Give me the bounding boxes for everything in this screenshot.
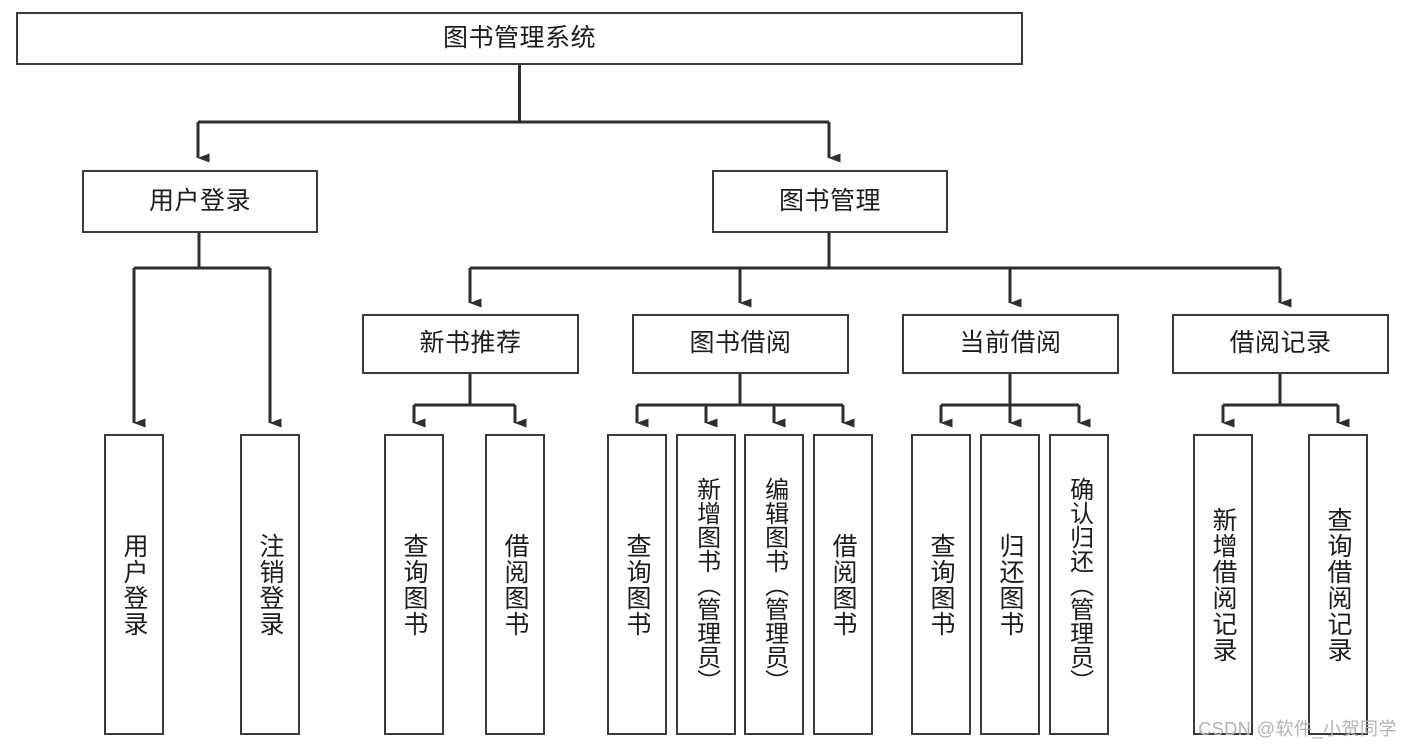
node-book-borrow[interactable]: 图书借阅	[632, 314, 849, 374]
leaf-book-borrow-query-book[interactable]: 查询图书	[607, 434, 667, 735]
csdn-watermark: CSDN @软件_小贺同学	[1198, 719, 1397, 739]
node-root-book-management-system[interactable]: 图书管理系统	[16, 12, 1023, 65]
leaf-user-login-logout[interactable]: 注销登录	[240, 434, 300, 735]
node-user-login[interactable]: 用户登录	[82, 170, 318, 233]
node-borrow-record[interactable]: 借阅记录	[1172, 314, 1389, 374]
leaf-new-book-query-book[interactable]: 查询图书	[384, 434, 444, 735]
leaf-borrow-record-query-record[interactable]: 查询借阅记录	[1308, 434, 1368, 735]
node-current-borrow[interactable]: 当前借阅	[902, 314, 1119, 374]
leaf-current-borrow-confirm-return-admin[interactable]: 确认归还（管理员）	[1049, 434, 1109, 735]
leaf-new-book-borrow-book[interactable]: 借阅图书	[485, 434, 545, 735]
node-book-management[interactable]: 图书管理	[712, 170, 948, 233]
leaf-borrow-record-add-record[interactable]: 新增借阅记录	[1193, 434, 1253, 735]
leaf-book-borrow-borrow-book[interactable]: 借阅图书	[813, 434, 873, 735]
leaf-current-borrow-return-book[interactable]: 归还图书	[980, 434, 1040, 735]
leaf-book-borrow-add-book-admin[interactable]: 新增图书（管理员）	[676, 434, 736, 735]
leaf-book-borrow-edit-book-admin[interactable]: 编辑图书（管理员）	[744, 434, 804, 735]
leaf-current-borrow-query-book[interactable]: 查询图书	[911, 434, 971, 735]
node-new-book-recommend[interactable]: 新书推荐	[362, 314, 579, 374]
leaf-user-login-login[interactable]: 用户登录	[104, 434, 164, 735]
